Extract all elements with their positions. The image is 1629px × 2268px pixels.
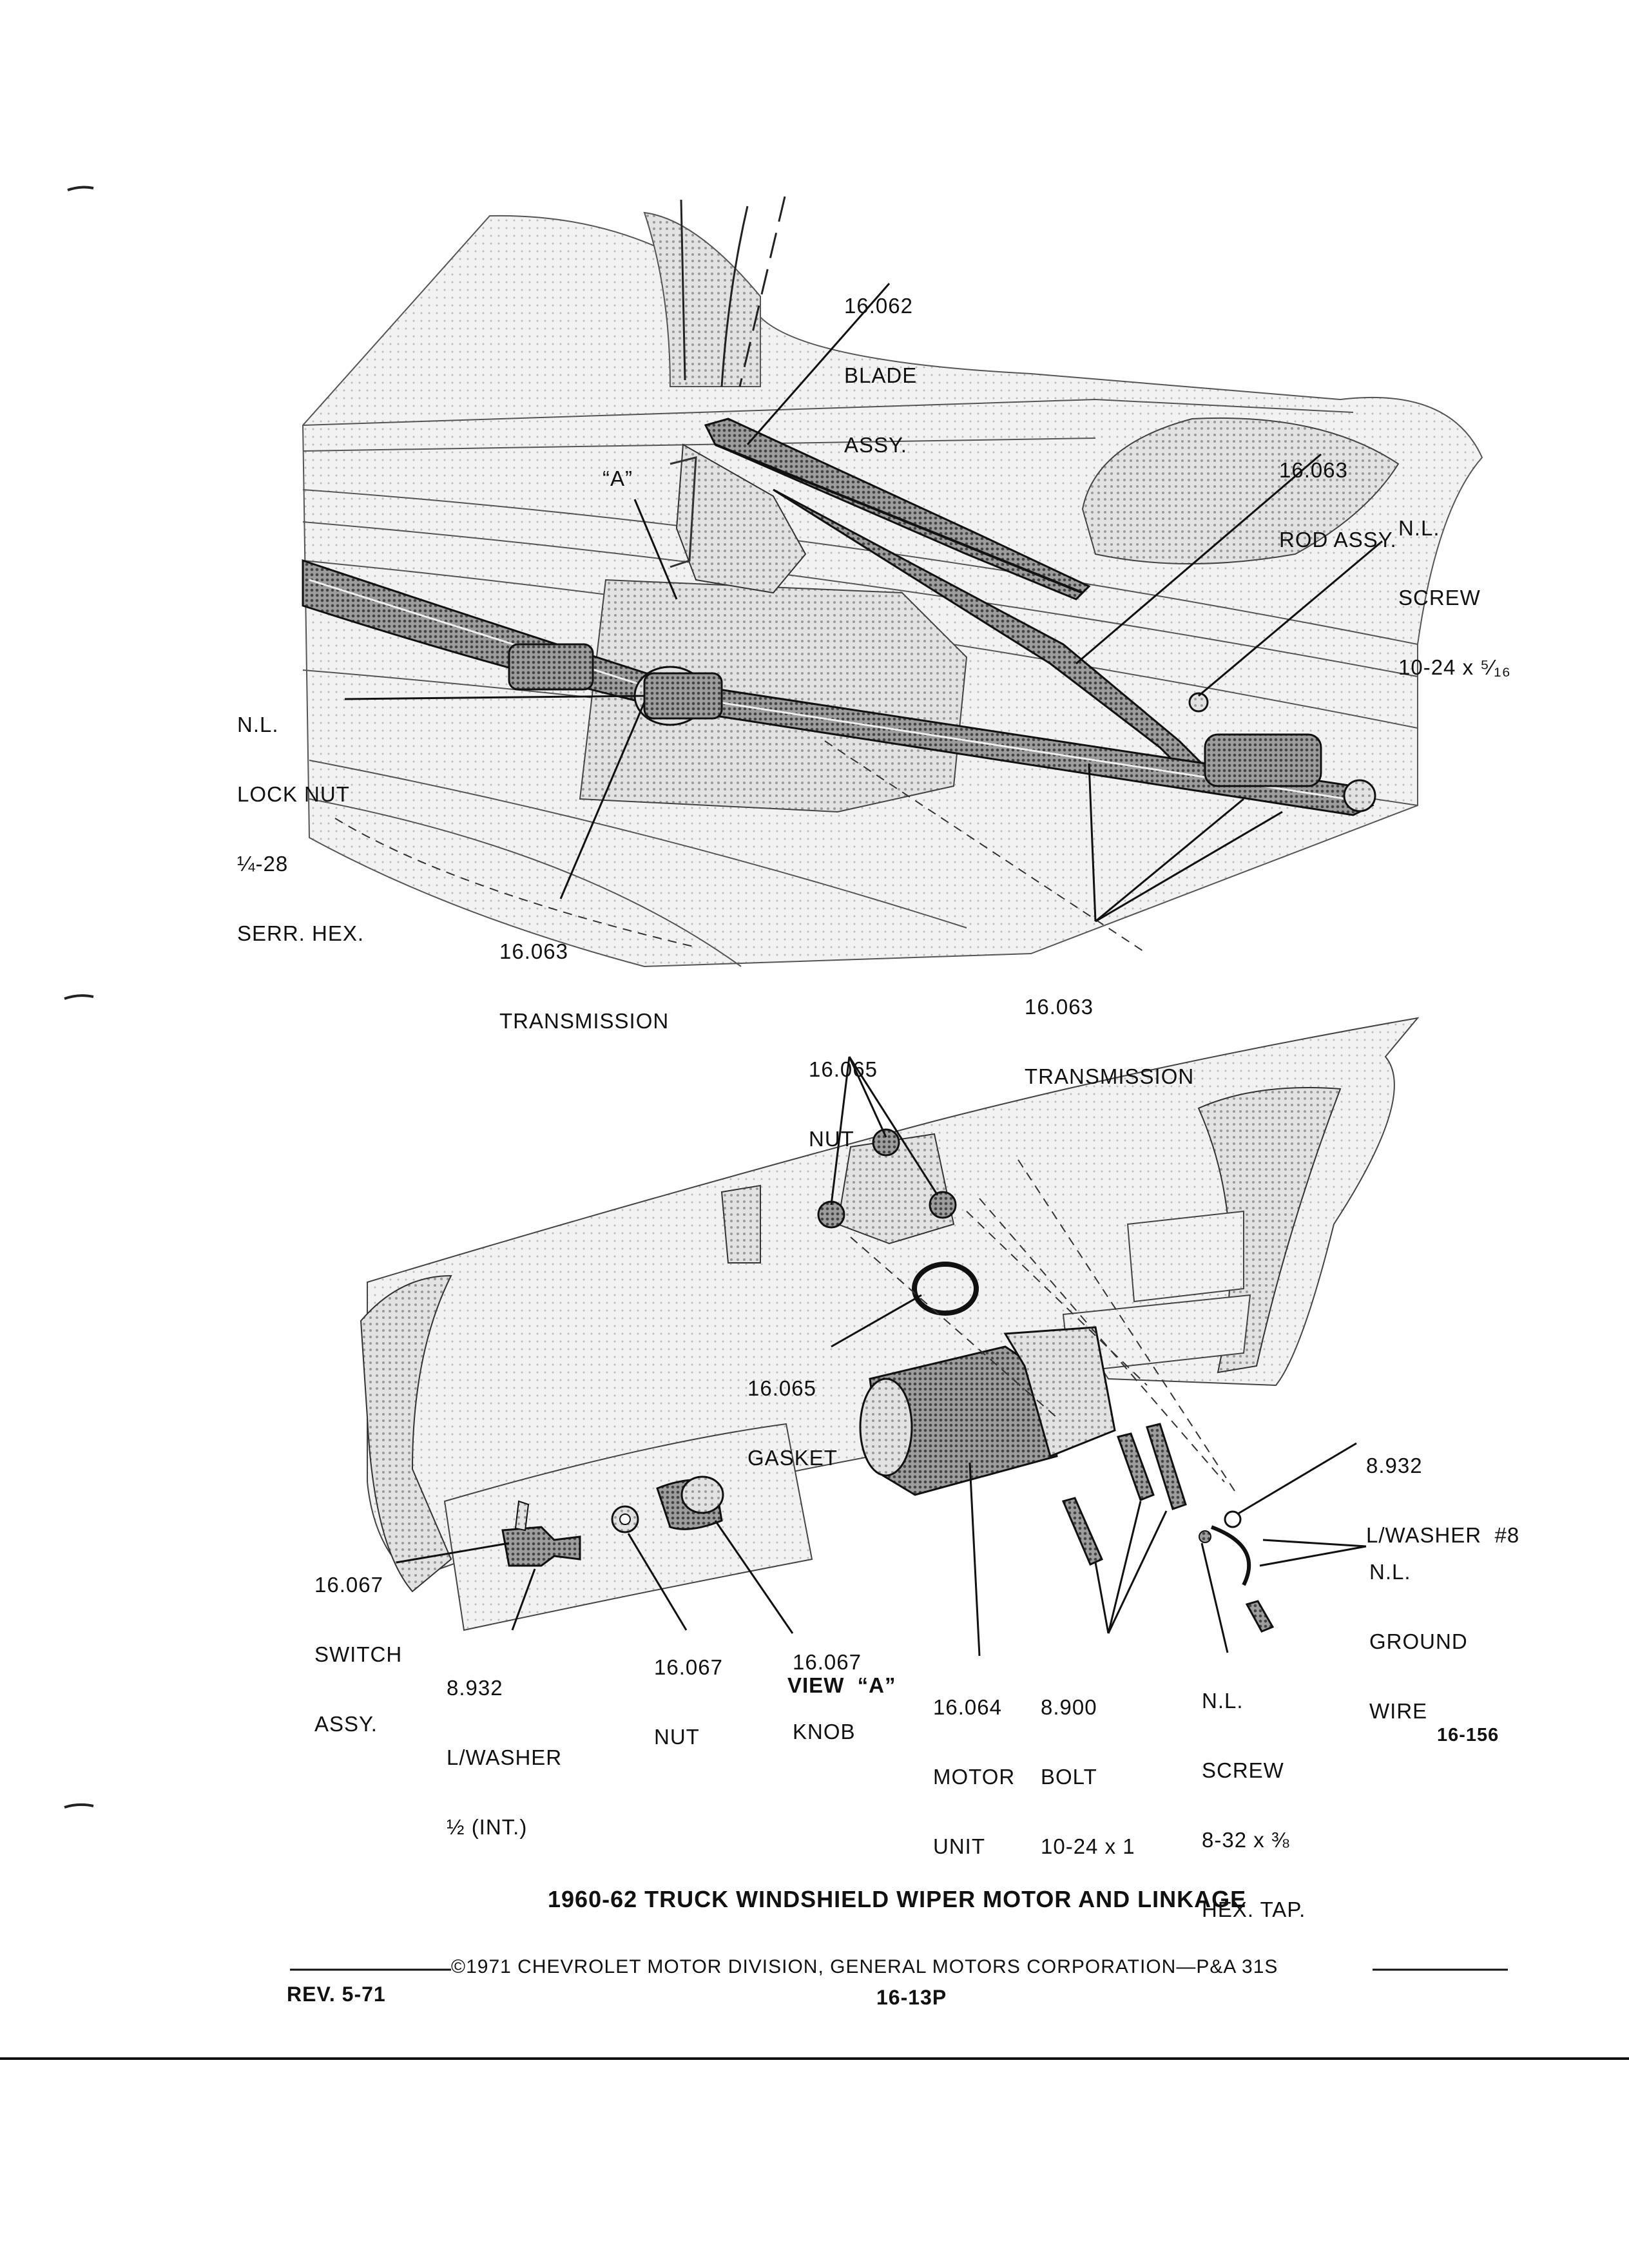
lower-leader-lines (396, 1056, 1367, 1657)
transmission-right-callout: 16.063 TRANSMISSION (1025, 995, 1195, 1088)
lock-washer-half-callout: 8.932 L/WASHER ½ (INT.) (447, 1676, 563, 1839)
switch-assembly-callout: 16.067 SWITCH ASSY. (314, 1573, 403, 1736)
view-a-marker: “A” (602, 466, 633, 490)
figure-number: 16-156 (1437, 1725, 1499, 1745)
upper-leader-lines (344, 283, 1383, 923)
rod-assembly-callout: 16.063 ROD ASSY. (1279, 458, 1397, 552)
copyright-line: ©1971 CHEVROLET MOTOR DIVISION, GENERAL … (451, 1956, 1278, 1977)
page-number: 16-13P (876, 1986, 947, 2009)
knob-callout: 16.067 KNOB (793, 1650, 862, 1744)
ground-wire-callout: N.L. GROUND WIRE (1369, 1560, 1468, 1723)
blade-assembly-callout: 16.062 BLADE ASSY. (844, 294, 918, 457)
upper-illustration (302, 196, 1483, 968)
screw-bottom-callout: N.L. SCREW 8-32 x ⅜ HEX. TAP. (1202, 1689, 1306, 1921)
margin-marks (64, 186, 94, 1809)
motor-unit-callout: 16.064 MOTOR UNIT (933, 1695, 1016, 1858)
footer-rules (0, 1968, 1629, 2060)
lower-illustration (360, 1017, 1420, 1633)
revision-label: REV. 5-71 (287, 1983, 386, 2006)
nut-top-callout: 16.065 NUT (809, 1057, 878, 1151)
screw-top-callout: N.L. SCREW 10-24 x ⁵⁄₁₆ (1398, 516, 1511, 679)
lock-washer-8-callout: 8.932 L/WASHER #8 (1366, 1454, 1520, 1547)
switch-nut-callout: 16.067 NUT (654, 1655, 723, 1749)
bolt-callout: 8.900 BOLT 10-24 x 1 (1041, 1695, 1135, 1858)
lock-nut-callout: N.L. LOCK NUT ¼-28 SERR. HEX. (237, 713, 365, 945)
view-a-caption: VIEW “A” (787, 1673, 896, 1697)
page-title: 1960-62 TRUCK WINDSHIELD WIPER MOTOR AND… (548, 1886, 1247, 1912)
transmission-left-callout: 16.063 TRANSMISSION (499, 939, 670, 1033)
gasket-callout: 16.065 GASKET (747, 1376, 838, 1470)
